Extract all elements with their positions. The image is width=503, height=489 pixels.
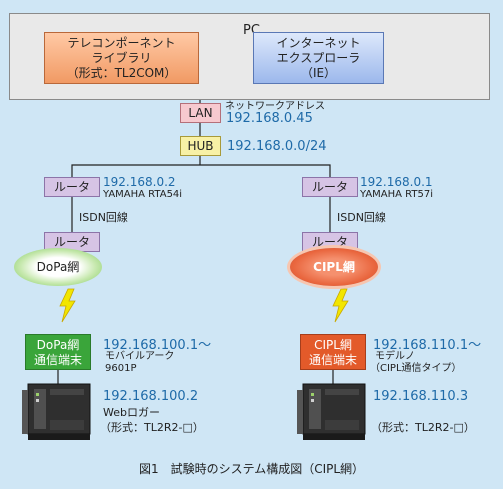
cipl-terminal-line1: CIPL網	[314, 338, 352, 352]
cipl-terminal-box: CIPL網 通信端末	[300, 334, 366, 370]
left-isdn-label: ISDN回線	[79, 211, 128, 224]
left-router-ip: 192.168.0.2	[103, 175, 176, 189]
component-library-line1: テレコンポーネント	[67, 36, 176, 50]
lan-caption: ネットワークアドレス	[225, 101, 325, 112]
dopa-terminal-line2: 通信端末	[33, 353, 82, 367]
right-isdn-label: ISDN回線	[337, 211, 386, 224]
right-router-upper: ルータ	[302, 177, 358, 197]
cipl-terminal-ip: 192.168.110.1〜	[373, 338, 482, 353]
component-library-box: テレコンポーネント ライブラリ （形式：TL2COM）	[44, 32, 199, 84]
left-router-upper: ルータ	[44, 177, 100, 197]
dopa-terminal-line1: DoPa網	[36, 338, 80, 352]
lightning-bolt-icon	[332, 288, 349, 323]
right-router-lower: ルータ	[302, 232, 358, 252]
right-router-model: YAMAHA RT57i	[360, 189, 434, 200]
web-logger-device-icon	[297, 383, 366, 440]
cipl-terminal-model-line2: （CIPL通信タイプ）	[370, 363, 462, 374]
dopa-logger-model: （形式：TL2R2-□）	[100, 421, 204, 434]
component-library-line2: ライブラリ	[91, 51, 152, 65]
figure-caption: 図1 試験時のシステム構成図（CIPL網）	[138, 462, 365, 476]
dopa-terminal-model-line1: モバイルアーク	[105, 351, 175, 362]
wire-hub-branches	[71, 164, 331, 177]
dopa-logger-ip: 192.168.100.2	[103, 389, 199, 404]
cipl-network: CIPL網	[290, 248, 378, 286]
lan-box: LAN	[180, 103, 221, 123]
dopa-terminal-model-line2: 9601P	[105, 363, 137, 374]
lightning-bolt-icon	[59, 288, 76, 323]
hub-box: HUB	[180, 136, 221, 156]
component-library-line3: （形式：TL2COM）	[66, 66, 177, 80]
cipl-logger-model: （形式：TL2R2-□）	[371, 421, 475, 434]
dopa-terminal-box: DoPa網 通信端末	[25, 334, 91, 370]
internet-explorer-box: インターネット エクスプローラ （IE）	[253, 32, 384, 84]
dopa-logger-name: Webロガー	[103, 406, 160, 419]
dopa-network: DoPa網	[14, 248, 102, 286]
left-router-model: YAMAHA RTA54i	[103, 189, 183, 200]
right-router-ip: 192.168.0.1	[360, 175, 433, 189]
lan-address: 192.168.0.45	[226, 111, 313, 126]
dopa-terminal-ip: 192.168.100.1〜	[103, 338, 212, 353]
ie-line1: インターネット	[276, 36, 361, 50]
web-logger-device-icon	[22, 383, 91, 440]
cipl-terminal-line2: 通信端末	[308, 353, 357, 367]
ie-line3: （IE）	[300, 66, 337, 80]
ie-line2: エクスプローラ	[276, 51, 361, 65]
hub-address: 192.168.0.0/24	[227, 139, 327, 154]
cipl-terminal-model-line1: モデルノ	[375, 351, 415, 362]
cipl-logger-ip: 192.168.110.3	[373, 389, 469, 404]
